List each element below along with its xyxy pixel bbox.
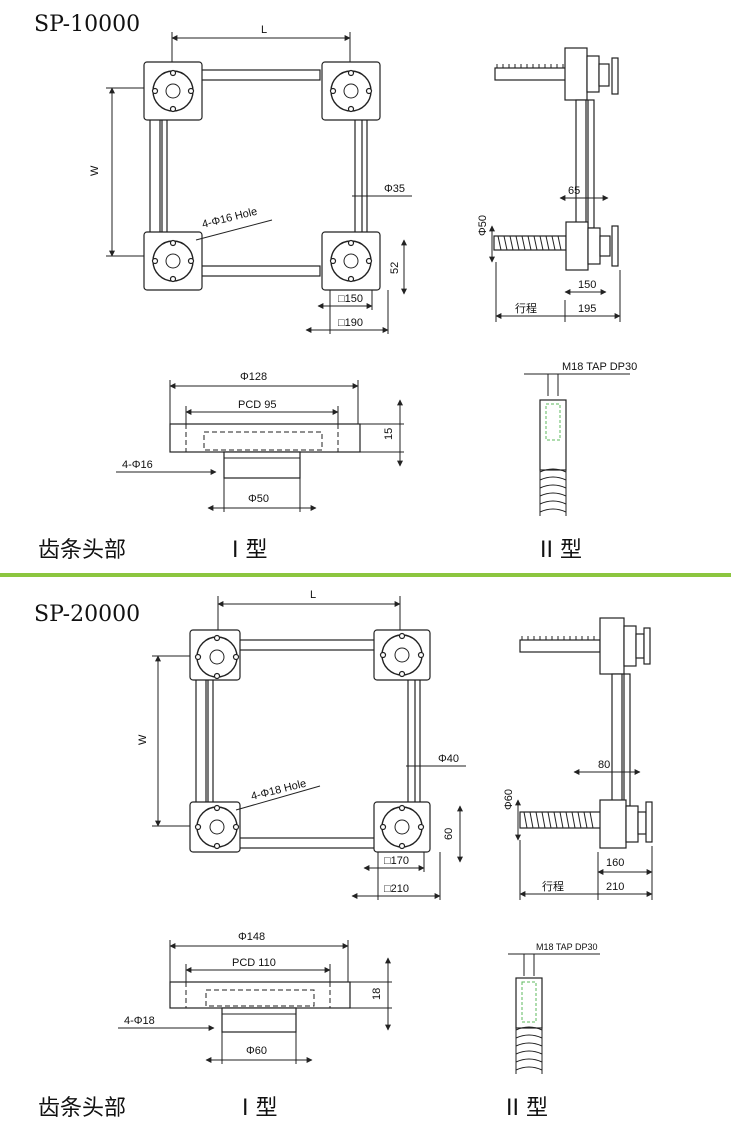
flange-holes-1: 4-Φ16 [122,459,153,471]
frame-view-2: L W [137,589,466,900]
rod-dia-1: Φ35 [384,183,405,195]
flange-view-2: Φ148 PCD 110 18 4-Φ18 Φ60 [118,931,392,1064]
height-2: 60 [443,828,455,840]
side-gap-2: 80 [598,759,610,771]
dim-L-1: L [261,24,267,36]
inner-sq-1: □150 [338,293,363,305]
frame-view-1: L W [89,24,412,334]
type2-label-2: II 型 [506,1096,548,1121]
dim-W-1: W [89,165,101,176]
tap-view-2: M18 TAP DP30 [508,942,600,1074]
side-inner-2: 160 [606,857,624,869]
type2-label-1: II 型 [540,538,582,563]
model-title-2: SP-20000 [34,602,141,627]
type1-label-1: I 型 [232,538,268,563]
rack-head-label-2: 齿条头部 [38,1096,127,1121]
inner-sq-2: □170 [384,855,409,867]
flange-holes-2: 4-Φ18 [124,1015,155,1027]
height-1: 52 [389,262,401,274]
side-stroke-2: 行程 [542,880,564,893]
outer-sq-2: □210 [384,883,409,895]
tap-view-1: M18 TAP DP30 [524,361,637,516]
tap-label-1: M18 TAP DP30 [562,361,637,373]
side-inner-1: 150 [578,279,596,291]
flange-dia-2: Φ148 [238,931,265,943]
side-dia-2: Φ60 [503,789,515,810]
flange-pcd-2: PCD 110 [232,957,276,969]
side-view-1: Φ50 65 150 195 行程 [477,47,621,322]
side-outer-2: 210 [606,881,624,893]
dim-W-2: W [137,734,149,745]
rod-dia-2: Φ40 [438,753,459,765]
side-dia-1: Φ50 [477,215,489,236]
tap-label-2: M18 TAP DP30 [536,942,598,952]
flange-pcd-1: PCD 95 [238,399,277,411]
hole-note-1: 4-Φ16 Hole [201,206,259,231]
hole-note-2: 4-Φ18 Hole [250,778,308,803]
flange-hub-2: Φ60 [246,1045,267,1057]
side-outer-1: 195 [578,303,596,315]
flange-dia-1: Φ128 [240,371,267,383]
outer-sq-1: □190 [338,317,363,329]
dim-L-2: L [310,589,316,601]
section-divider [0,573,731,577]
side-view-2: Φ60 80 160 210 行程 [503,617,653,900]
type1-label-2: I 型 [242,1096,278,1121]
flange-thick-2: 18 [371,988,383,1000]
side-stroke-1: 行程 [515,302,537,315]
rack-head-label-1: 齿条头部 [38,538,127,563]
flange-hub-1: Φ50 [248,493,269,505]
flange-thick-1: 15 [383,428,395,440]
side-gap-1: 65 [568,185,580,197]
flange-view-1: Φ128 PCD 95 15 4-Φ16 Φ50 [116,371,404,512]
model-title-1: SP-10000 [34,12,141,37]
